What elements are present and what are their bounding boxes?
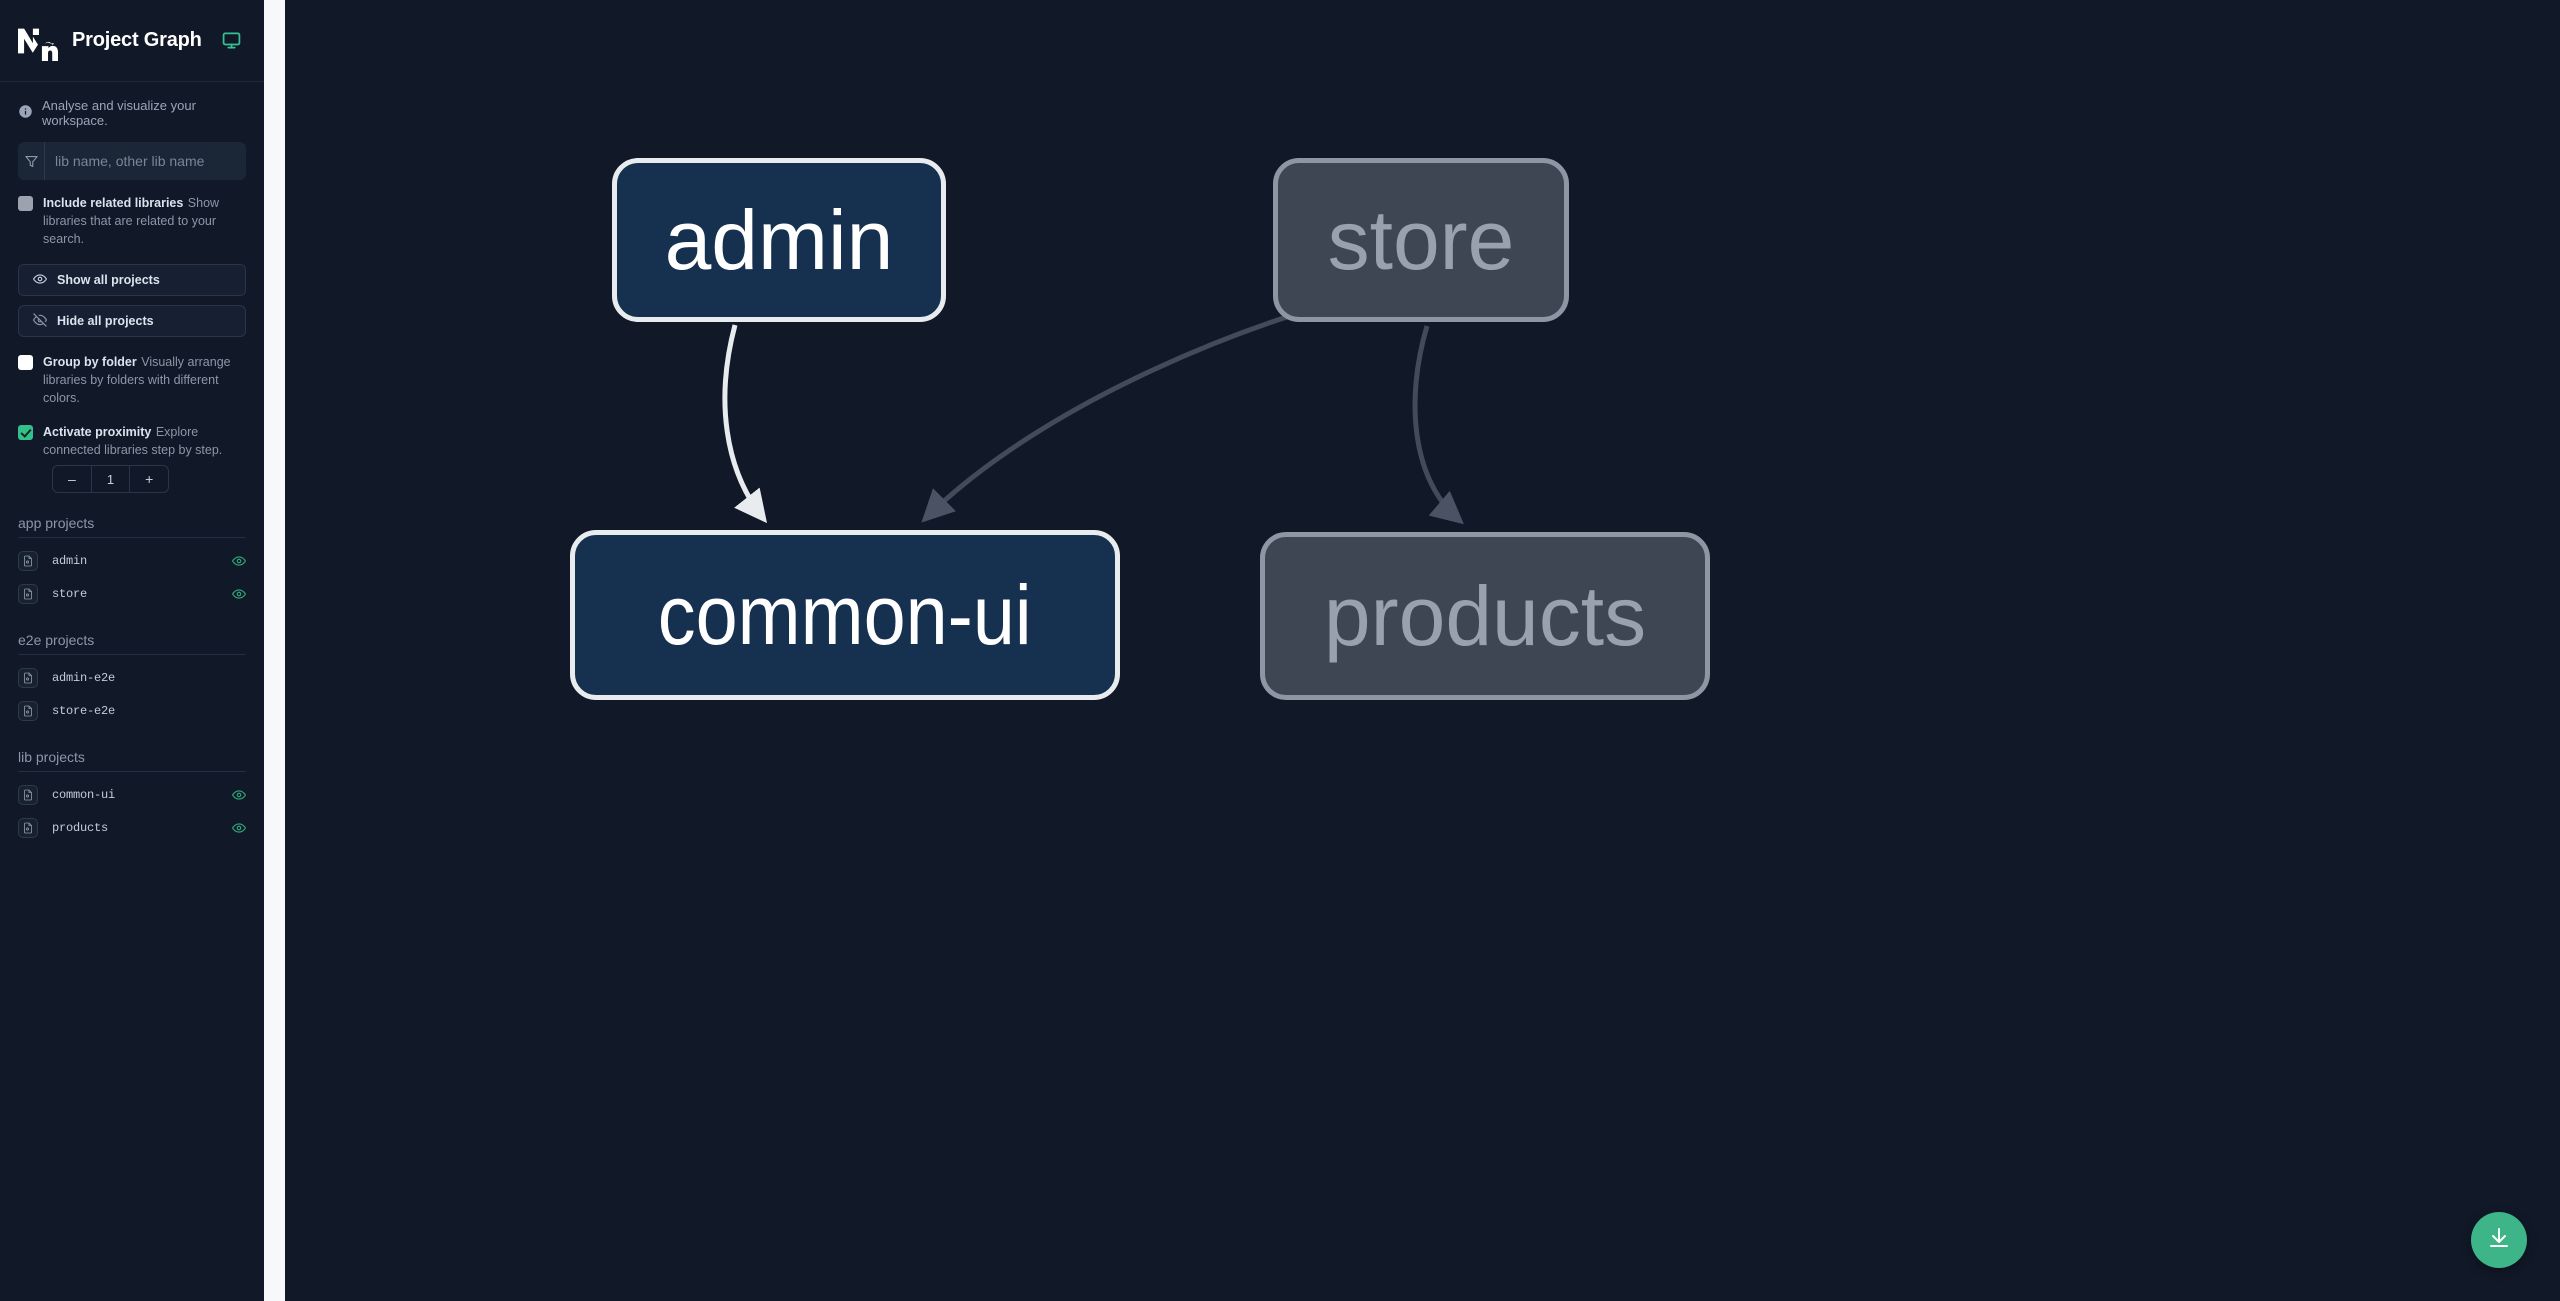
proximity-value: 1 [106, 471, 115, 487]
project-visibility-eye-icon[interactable] [232, 587, 246, 601]
monitor-icon[interactable] [222, 31, 241, 50]
project-list-item[interactable]: products [18, 811, 246, 844]
project-list-item[interactable]: store [18, 577, 246, 610]
edge-store-common-ui [921, 289, 1379, 523]
project-list-item[interactable]: admin [18, 544, 246, 577]
option-activate-proximity[interactable]: Activate proximity Explore connected lib… [18, 423, 246, 459]
graph-node-label: products [1323, 569, 1647, 663]
search-input[interactable] [45, 142, 246, 180]
project-file-icon [18, 550, 38, 571]
include-related-description: Show libraries that are related to your … [43, 196, 220, 246]
graph-node-store[interactable]: store [1273, 158, 1569, 322]
tagline-text: Analyse and visualize your workspace. [42, 98, 196, 128]
eye-icon [32, 272, 48, 289]
search-box[interactable] [18, 142, 246, 180]
project-visibility-eye-icon[interactable] [232, 788, 246, 802]
download-icon [2487, 1226, 2511, 1255]
eye-off-icon [32, 312, 48, 330]
project-file-icon [18, 817, 38, 838]
group-by-folder-checkbox[interactable] [18, 355, 33, 370]
project-name: admin-e2e [52, 670, 116, 685]
graph-node-common-ui[interactable]: common-ui [570, 530, 1120, 700]
graph-canvas[interactable]: admin store common-ui products [285, 0, 2560, 1301]
hide-all-projects-label: Hide all projects [57, 314, 154, 328]
option-include-related[interactable]: Include related libraries Show libraries… [18, 194, 246, 248]
tagline: Analyse and visualize your workspace. [0, 82, 264, 142]
project-file-icon [18, 700, 38, 721]
graph-node-admin[interactable]: admin [612, 158, 946, 322]
proximity-stepper[interactable]: – 1 + [52, 465, 169, 493]
project-visibility-eye-icon[interactable] [232, 821, 246, 835]
filter-section: Include related libraries Show libraries… [0, 142, 264, 493]
panel-resize-handle[interactable] [264, 0, 285, 1301]
project-visibility-eye-icon[interactable] [232, 554, 246, 568]
info-icon [18, 104, 33, 122]
project-group-heading: e2e projects [18, 632, 246, 655]
project-group: e2e projects admin-e2e store-e2e [0, 632, 264, 727]
project-group-heading: app projects [18, 515, 246, 538]
include-related-label: Include related libraries [43, 196, 184, 210]
project-name: products [52, 820, 109, 835]
nx-logo-icon [18, 21, 58, 61]
stepper-divider [129, 466, 131, 492]
project-group: lib projects common-ui products [0, 749, 264, 844]
sidebar: Project Graph Analyse and visualize your… [0, 0, 264, 1301]
project-name: common-ui [52, 787, 116, 802]
project-file-icon [18, 784, 38, 805]
stepper-divider [90, 466, 92, 492]
project-list-item[interactable]: common-ui [18, 778, 246, 811]
proximity-decrement-button[interactable]: – [67, 471, 76, 487]
group-by-folder-description: Visually arrange libraries by folders wi… [43, 355, 231, 405]
graph-node-label: admin [664, 193, 894, 287]
activate-proximity-label: Activate proximity [43, 425, 152, 439]
edge-store-products [1412, 325, 1464, 525]
show-all-projects-button[interactable]: Show all projects [18, 264, 246, 296]
option-group-by-folder[interactable]: Group by folder Visually arrange librari… [18, 353, 246, 407]
show-all-projects-label: Show all projects [57, 273, 160, 287]
project-list-item[interactable]: store-e2e [18, 694, 246, 727]
project-file-icon [18, 583, 38, 604]
edge-admin-common-ui [722, 324, 768, 524]
graph-node-products[interactable]: products [1260, 532, 1710, 700]
group-by-folder-label: Group by folder [43, 355, 137, 369]
graph-node-label: store [1327, 193, 1515, 287]
project-name: store-e2e [52, 703, 116, 718]
include-related-checkbox[interactable] [18, 196, 33, 211]
activate-proximity-checkbox[interactable] [18, 425, 33, 440]
project-file-icon [18, 667, 38, 688]
proximity-increment-button[interactable]: + [145, 471, 154, 487]
graph-node-label: common-ui [658, 568, 1032, 662]
project-group-list: app projects admin store e2e projects ad… [0, 493, 264, 844]
sidebar-header: Project Graph [0, 0, 264, 82]
page-title: Project Graph [72, 29, 202, 51]
project-group: app projects admin store [0, 515, 264, 610]
project-list-item[interactable]: admin-e2e [18, 661, 246, 694]
filter-funnel-icon [18, 142, 45, 180]
project-name: store [52, 586, 88, 601]
hide-all-projects-button[interactable]: Hide all projects [18, 305, 246, 337]
project-name: admin [52, 553, 88, 568]
project-group-heading: lib projects [18, 749, 246, 772]
activate-proximity-description: Explore connected libraries step by step… [43, 425, 223, 457]
download-image-button[interactable] [2471, 1212, 2527, 1268]
